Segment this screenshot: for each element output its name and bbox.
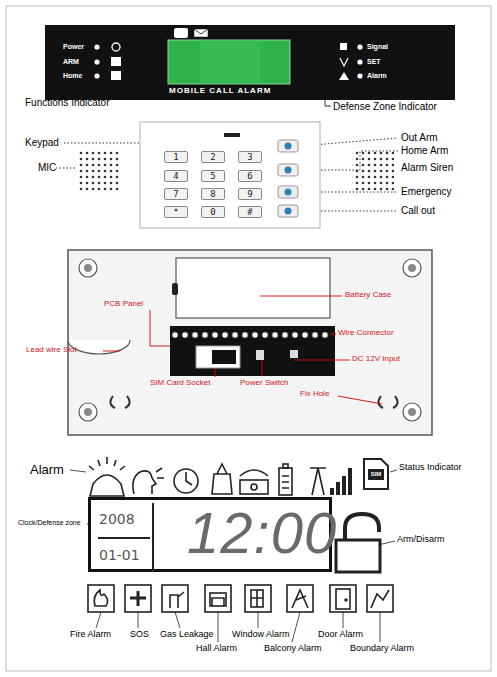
zone-label: Door Alarm	[318, 630, 363, 640]
leader-lines-back	[103, 296, 382, 404]
keypad-key: 1	[164, 151, 188, 163]
signal-bars	[330, 468, 352, 495]
mic-slot	[224, 133, 240, 137]
indicator-label: Alarm	[367, 72, 387, 80]
battery-case	[176, 258, 330, 318]
date-divider	[98, 537, 150, 539]
front-lcd-glare	[200, 40, 260, 84]
callout-label: Alarm Siren	[401, 162, 453, 173]
callout-label: Out Arm	[401, 132, 438, 143]
fix-holes	[110, 396, 397, 408]
function-leds	[94, 43, 362, 80]
device-name: MOBILE CALL ALARM	[169, 87, 271, 96]
zone-label: Window Alarm	[232, 630, 290, 640]
callout-label: Alarm	[30, 463, 64, 477]
sim-text: SIM	[371, 471, 382, 477]
pcb-panel	[170, 326, 335, 376]
zone-label: SOS	[130, 630, 149, 640]
part-label: PCB Panel	[104, 300, 143, 309]
mic-grille	[78, 150, 120, 192]
callout-label: Call out	[401, 205, 435, 216]
key-label: 7	[173, 189, 178, 199]
date-text: 01-01	[99, 547, 140, 563]
indicator-label: Signal	[367, 43, 388, 51]
keypad-key: 4	[164, 170, 188, 182]
keypad-key: *	[164, 206, 188, 218]
phone-icon	[174, 28, 188, 38]
sim-socket	[196, 346, 240, 368]
callout-label: Home Arm	[401, 145, 448, 156]
zone-label: Fire Alarm	[70, 630, 111, 640]
function-buttons	[278, 140, 298, 217]
part-label: Lead wire Slot	[26, 346, 77, 355]
wire-connector	[172, 329, 332, 339]
indicator-label: Home	[63, 72, 82, 80]
key-label: 4	[173, 171, 178, 181]
indicator-label: Power	[63, 43, 84, 51]
keypad-key: 5	[201, 170, 225, 182]
key-label: 9	[247, 189, 252, 199]
keypad-key: 9	[238, 188, 262, 200]
part-label: Wire Connector	[338, 329, 394, 338]
leader-lines-lcd	[70, 470, 397, 642]
power-switch	[256, 350, 264, 360]
callout-label: Functions Indicator	[25, 97, 110, 108]
keypad-key: 2	[201, 151, 225, 163]
part-label: Fix Hole	[300, 390, 329, 399]
zone-icons	[88, 585, 393, 612]
envelope-icon	[194, 29, 208, 37]
clock-digits: 12:00	[187, 500, 337, 567]
callout-label: Status Indicator	[399, 463, 462, 473]
keypad-plate	[140, 122, 320, 228]
dc-jack	[290, 350, 298, 358]
status-icons	[89, 457, 326, 496]
keypad-key: 3	[238, 151, 262, 163]
key-label: #	[247, 207, 252, 217]
key-label: 3	[247, 152, 252, 162]
keypad-key: 0	[201, 206, 225, 218]
zone-symbols	[94, 589, 389, 609]
part-label: DC 12V Input	[352, 355, 400, 364]
keypad-key: 6	[238, 170, 262, 182]
sim-status-icon: SIM	[363, 458, 389, 490]
callout-label: MIC	[38, 162, 56, 173]
front-lcd	[168, 40, 290, 84]
callout-label: Keypad	[25, 137, 59, 148]
key-label: 0	[210, 207, 215, 217]
keypad-key: #	[238, 206, 262, 218]
lcd-screen: 12:00200801-01	[88, 497, 332, 572]
callout-label: Clock/Defense zone	[18, 519, 81, 527]
back-panel	[68, 250, 432, 435]
callout-label: Emergency	[401, 186, 452, 197]
date-box: 2008 01-01	[94, 503, 154, 572]
key-label: *	[173, 207, 178, 217]
keypad-key: 8	[201, 188, 225, 200]
indicator-label: SET	[367, 58, 381, 66]
part-label: Power Switch	[240, 379, 288, 388]
date-text: 2008	[99, 511, 135, 527]
key-label: 2	[210, 152, 215, 162]
key-label: 8	[210, 189, 215, 199]
zone-label: Boundary Alarm	[350, 644, 414, 654]
front-band	[45, 25, 455, 100]
part-label: SIM Card Socket	[150, 379, 210, 388]
frame	[6, 6, 491, 671]
lead-wire-slot	[68, 340, 130, 354]
zone-label: Balcony Alarm	[264, 644, 322, 654]
padlock	[336, 514, 380, 572]
key-label: 5	[210, 171, 215, 181]
callout-label: Defense Zone Indicator	[333, 101, 437, 112]
indicator-label: ARM	[63, 58, 79, 66]
keypad-key: 7	[164, 188, 188, 200]
key-label: 1	[173, 152, 178, 162]
part-label: Battery Case	[345, 291, 391, 300]
callout-label: Arm/Disarm	[397, 535, 445, 545]
zone-label: Hall Alarm	[196, 644, 237, 654]
zone-label: Gas Leakage	[160, 630, 214, 640]
key-label: 6	[247, 171, 252, 181]
siren-grille	[352, 150, 394, 192]
